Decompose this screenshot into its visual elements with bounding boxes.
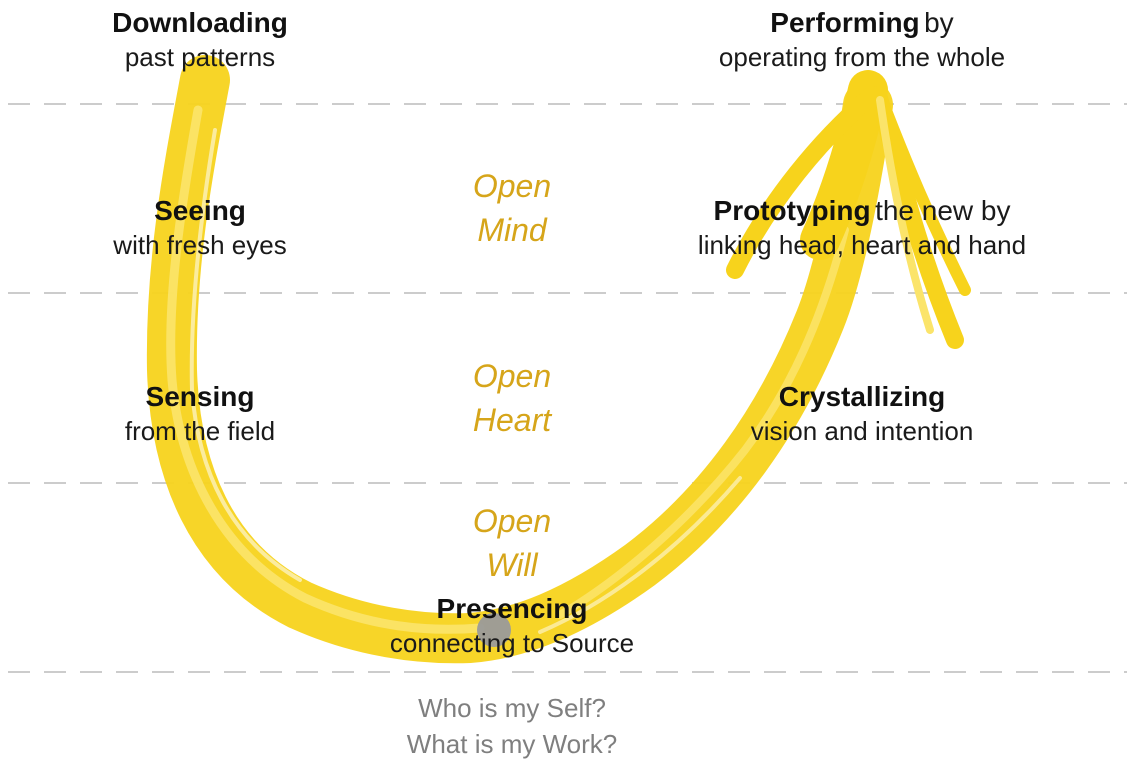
crystallizing-subtitle: vision and intention (750, 415, 974, 446)
u-arrow-streak-2 (189, 128, 302, 582)
open-mind-line2: Mind (477, 212, 547, 249)
label-performing: Performing by operating from the whole (682, 5, 1042, 74)
sensing-subtitle: from the field (124, 415, 276, 446)
question-work: What is my Work? (406, 729, 618, 760)
presencing-point (477, 613, 511, 647)
u-arrow (146, 55, 971, 664)
seeing-subtitle: with fresh eyes (113, 229, 287, 260)
label-open-heart: Open Heart (432, 354, 592, 442)
open-will-line2: Will (486, 547, 538, 584)
label-presencing: Presencing connecting to Source (352, 591, 672, 660)
downloading-subtitle: past patterns (124, 41, 276, 72)
prototyping-title: Prototyping (713, 195, 871, 226)
performing-title: Performing (770, 7, 920, 38)
open-heart-line1: Open (472, 358, 552, 394)
prototyping-tail: the new by (875, 195, 1011, 226)
label-sensing: Sensing from the field (60, 379, 340, 448)
open-heart-line2: Heart (472, 402, 552, 439)
arrowhead-strand-2 (726, 86, 881, 279)
performing-tail: by (924, 7, 954, 38)
label-prototyping: Prototyping the new by linking head, hea… (662, 193, 1062, 262)
u-arrow-streak-1 (166, 105, 485, 634)
u-arrow-streak-4 (538, 476, 742, 634)
label-open-will: Open Will (432, 499, 592, 587)
u-arrow-streak-3 (556, 226, 849, 619)
label-downloading: Downloading past patterns (60, 5, 340, 74)
arrowhead-strand-4 (876, 94, 971, 296)
arrowhead-strand-5 (876, 96, 934, 334)
label-seeing: Seeing with fresh eyes (60, 193, 340, 262)
sensing-title: Sensing (145, 381, 255, 412)
performing-subtitle: operating from the whole (718, 41, 1006, 72)
label-crystallizing: Crystallizing vision and intention (702, 379, 1022, 448)
prototyping-subtitle: linking head, heart and hand (697, 229, 1027, 260)
downloading-title: Downloading (112, 7, 288, 38)
question-self: Who is my Self? (418, 693, 606, 723)
presencing-subtitle: connecting to Source (389, 627, 635, 658)
open-mind-line1: Open (472, 168, 552, 204)
crystallizing-title: Crystallizing (778, 381, 946, 412)
open-will-line1: Open (472, 503, 552, 539)
reflection-questions: Who is my Self? What is my Work? (352, 690, 672, 763)
label-open-mind: Open Mind (432, 164, 592, 252)
presencing-title: Presencing (436, 593, 588, 624)
seeing-title: Seeing (154, 195, 246, 226)
